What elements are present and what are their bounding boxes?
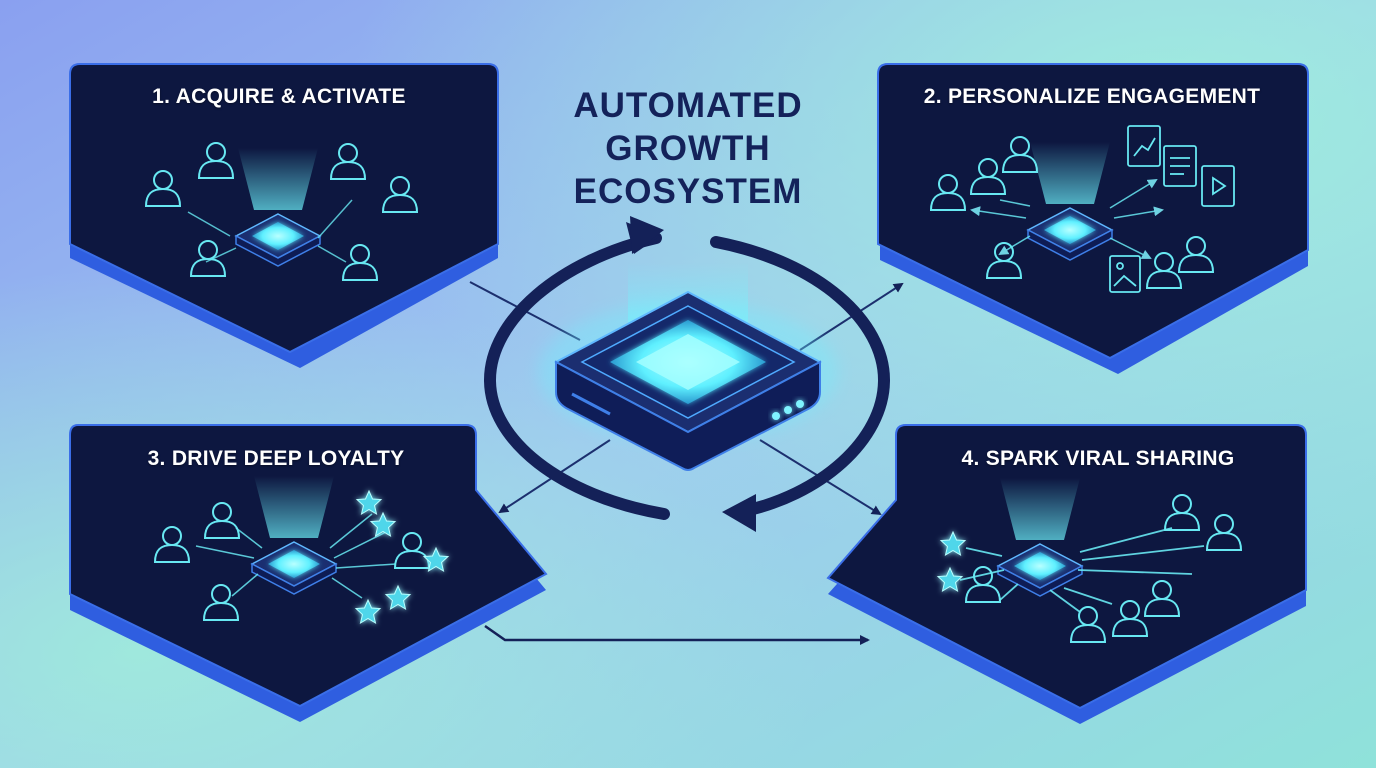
title-line-2: GROWTH xyxy=(605,129,771,168)
content-cards xyxy=(1109,125,1235,293)
step-label-3: 3. DRIVE DEEP LOYALTY xyxy=(147,447,405,470)
step-panel-1 xyxy=(69,63,499,368)
diagram-title: AUTOMATED GROWTH ECOSYSTEM xyxy=(538,84,838,213)
title-line-1: AUTOMATED xyxy=(573,86,803,125)
step-panel-3 xyxy=(69,424,548,722)
step-panel-2 xyxy=(877,63,1309,374)
step-label-2: 2. PERSONALIZE ENGAGEMENT xyxy=(923,85,1261,108)
step-panel-4 xyxy=(826,424,1307,724)
step-label-1: 1. ACQUIRE & ACTIVATE xyxy=(152,85,406,108)
central-hub xyxy=(483,216,891,532)
title-line-3: ECOSYSTEM xyxy=(573,172,803,211)
step-label-4: 4. SPARK VIRAL SHARING xyxy=(961,447,1235,470)
